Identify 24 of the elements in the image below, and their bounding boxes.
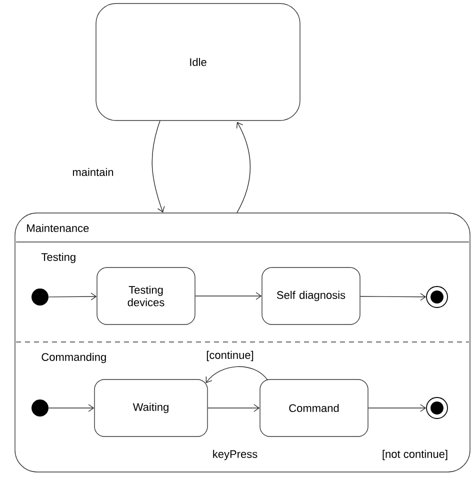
state-box: Testing devices: [96, 267, 196, 325]
edge-label: [not continue]: [382, 450, 448, 460]
state-box: Idle: [96, 3, 300, 121]
state-box: Waiting: [94, 379, 208, 437]
edge-label: [continue]: [206, 350, 254, 362]
initial-state: [32, 400, 48, 416]
state-box: Self diagnosis: [262, 267, 360, 325]
arrow: [48, 404, 94, 412]
initial-state: [32, 288, 48, 306]
arrow: [208, 404, 260, 412]
arrow: [206, 366, 268, 384]
edge-label: maintain: [72, 168, 114, 176]
arrow: [152, 120, 165, 213]
arrow: [236, 122, 251, 213]
region-label: Commanding: [42, 352, 106, 364]
state-box: Command: [260, 379, 368, 437]
arrow: [360, 293, 426, 301]
edge-label: keyPress: [213, 450, 258, 460]
arrow: [195, 292, 262, 300]
arrow: [48, 292, 97, 300]
arrow: [368, 404, 426, 412]
region-label: Testing: [41, 252, 76, 264]
final-state: [426, 286, 448, 308]
final-state: [426, 397, 448, 419]
